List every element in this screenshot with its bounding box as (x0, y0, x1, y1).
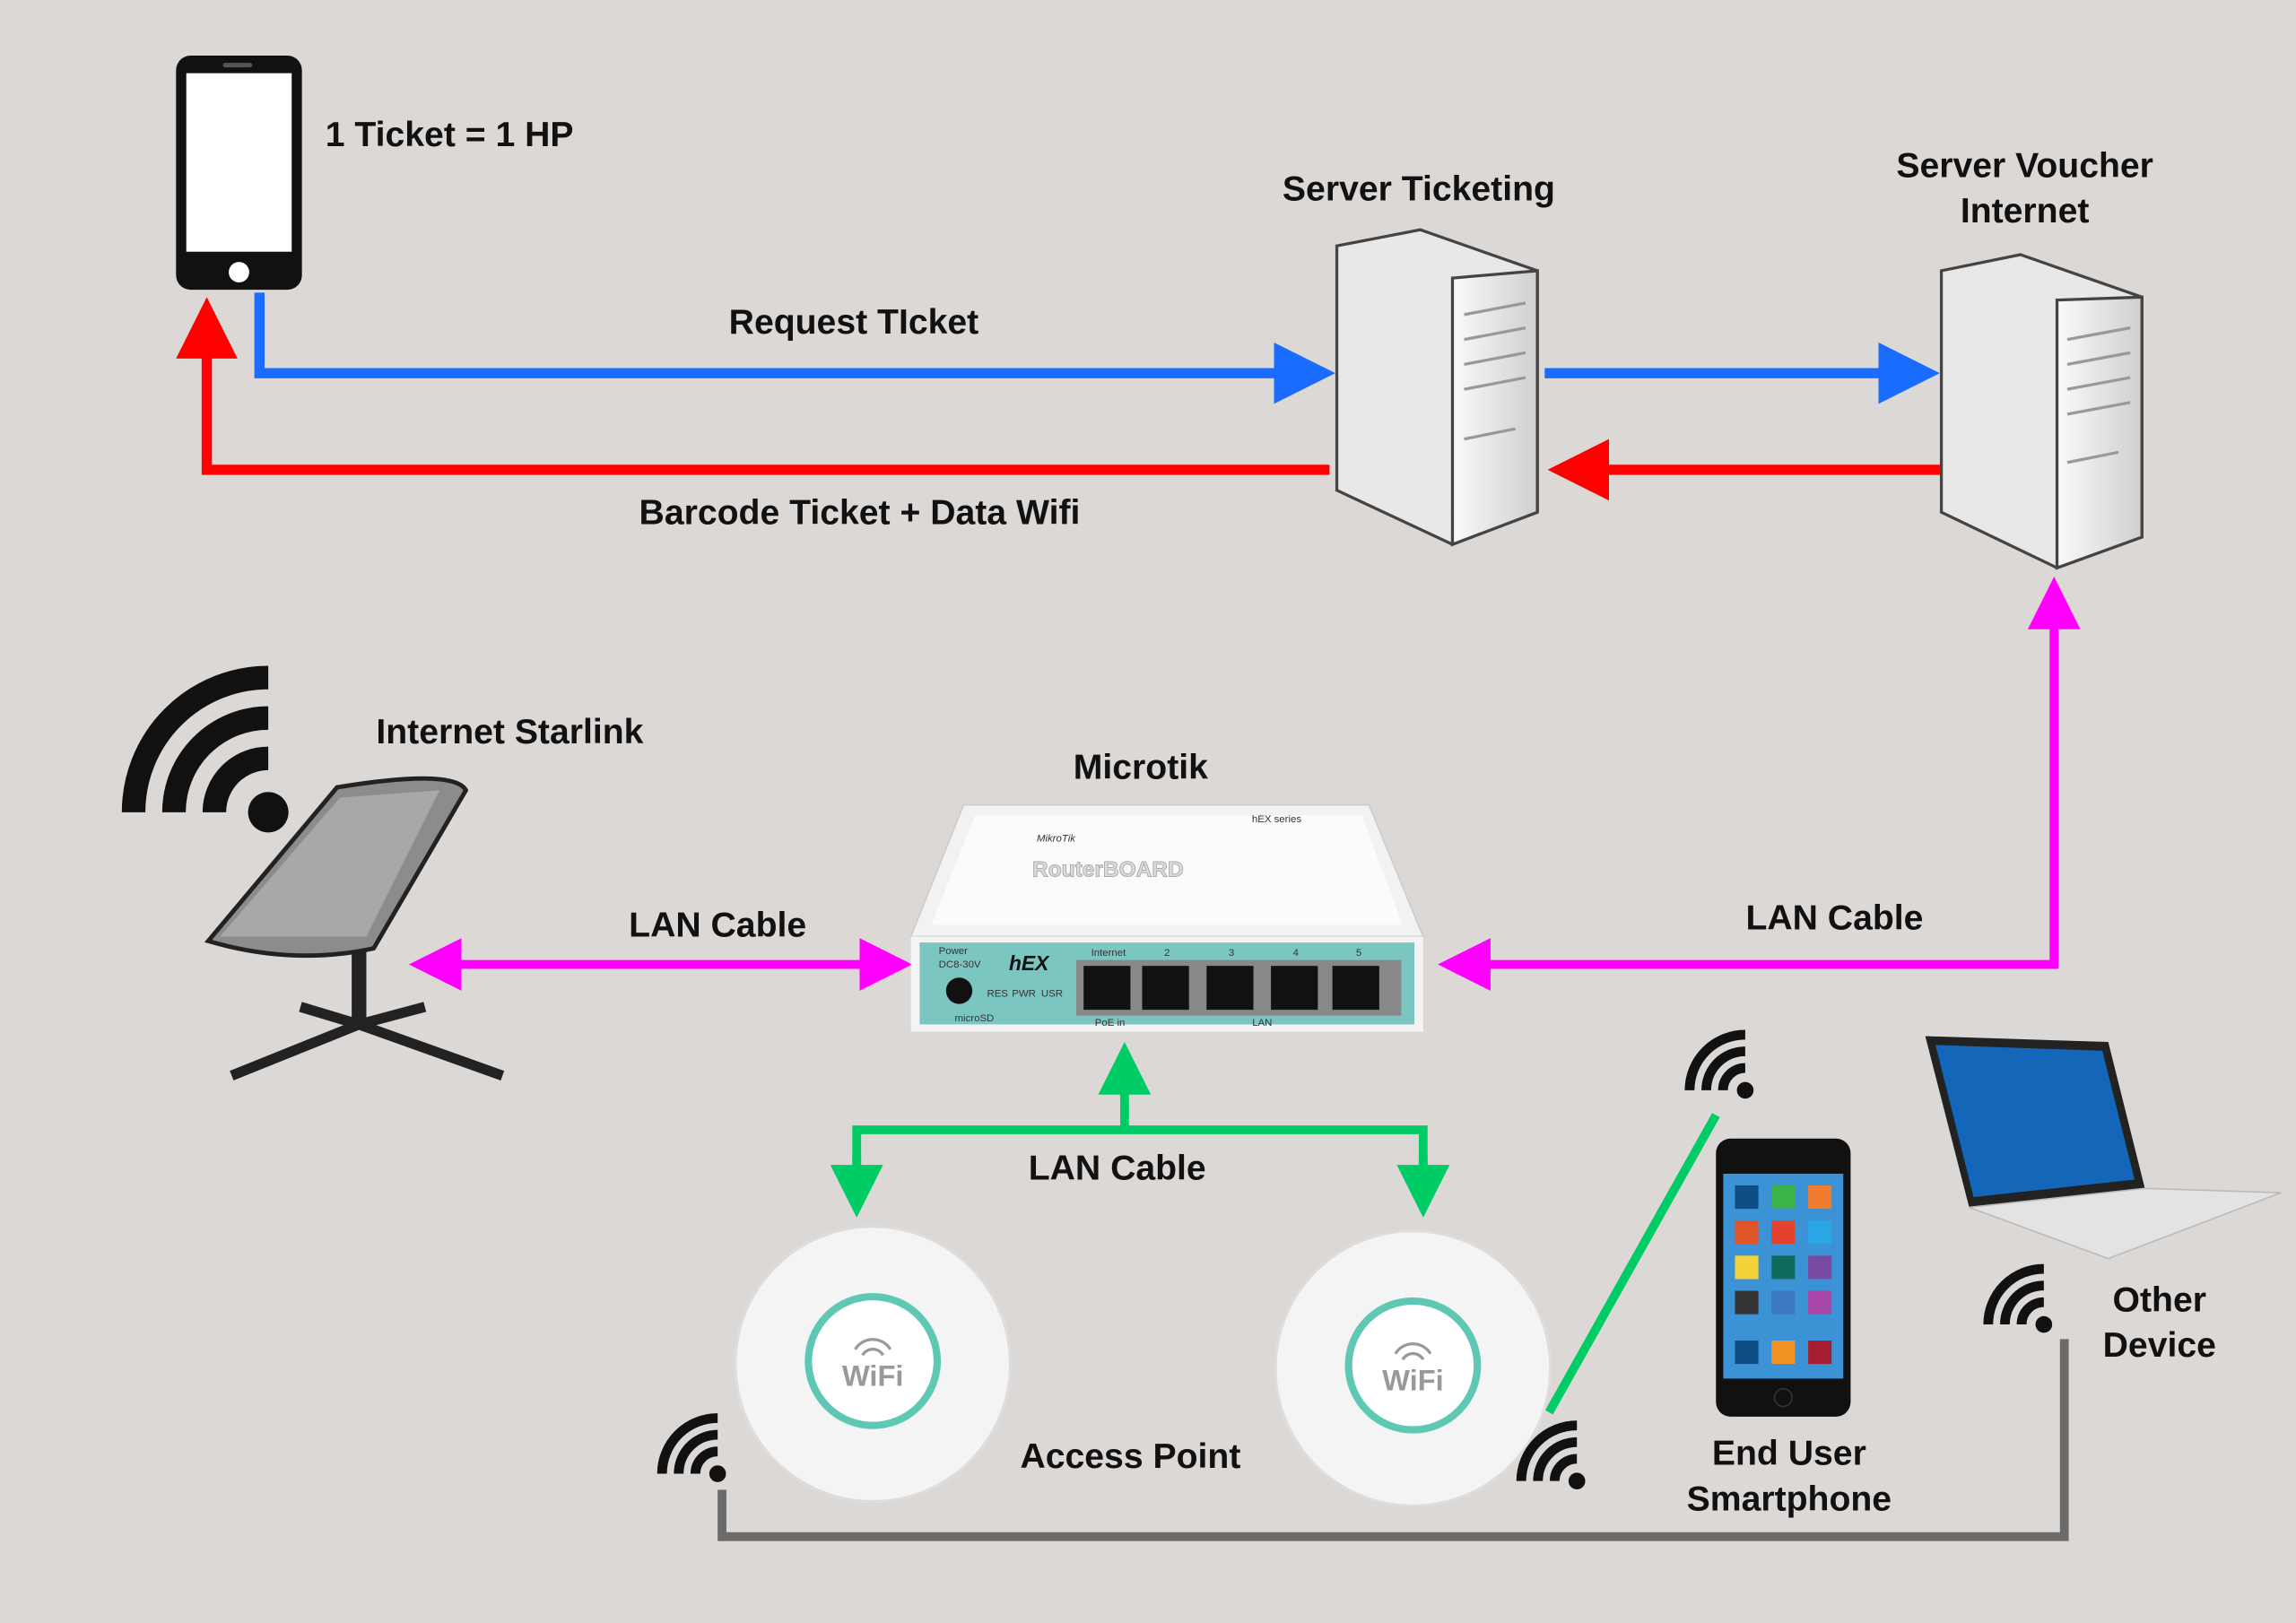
starlink-wifi-icon (134, 678, 289, 833)
wifi-icon (662, 1419, 726, 1482)
wifi-logo: WiFi (842, 1359, 904, 1393)
request-ticket-label: Request TIcket (729, 303, 979, 342)
end-user-label-line1: End User (1712, 1435, 1866, 1473)
access-point-label: Access Point (1020, 1437, 1240, 1476)
end-user-smartphone (1716, 1138, 1851, 1417)
ticket-rule-label: 1 Ticket = 1 HP (326, 116, 574, 154)
port-2-label: 2 (1164, 948, 1170, 959)
barcode-ticket-label: Barcode Ticket + Data Wifi (639, 493, 1081, 532)
router-pwr-label: PWR (1012, 988, 1036, 999)
router-model: hEX (1009, 951, 1050, 975)
router-poe-label: PoE in (1095, 1018, 1126, 1028)
server-voucher-label-line2: Internet (1961, 192, 2090, 230)
router-lan-label: LAN (1252, 1018, 1272, 1028)
wireless-link-line (718, 1339, 2069, 1541)
mikrotik-router: MikroTik RouterBOARD hEX series Power DC… (909, 803, 1425, 1032)
server-voucher-internet (1939, 253, 2144, 570)
router-microsd-label: microSD (955, 1013, 995, 1024)
laptop (1925, 1036, 2282, 1260)
router-res-label: RES (987, 988, 1008, 999)
port-3-label: 3 (1229, 948, 1234, 959)
server-voucher-label-line1: Server Voucher (1896, 146, 2153, 185)
router-voltage-label: DC8-30V (939, 959, 981, 970)
router-power-label: Power (939, 946, 969, 957)
lan-cable-right-label: LAN Cable (1745, 898, 1923, 937)
microtik-label: Microtik (1074, 748, 1208, 786)
wifi-logo: WiFi (1382, 1363, 1444, 1396)
router-series: hEX series (1252, 814, 1301, 825)
starlink-dish (204, 776, 505, 1081)
other-device-label-line2: Device (2103, 1326, 2216, 1365)
end-user-label-line2: Smartphone (1687, 1480, 1892, 1518)
lan-cable-bottom-label: LAN Cable (1029, 1149, 1206, 1187)
server-ticketing (1335, 228, 1539, 547)
internet-starlink-label: Internet Starlink (376, 713, 643, 751)
access-point-2: WiFi (1274, 1228, 1552, 1508)
port-internet-label: Internet (1091, 948, 1127, 959)
barcode-ticket-line (176, 297, 1940, 501)
router-brand: MikroTik (1037, 833, 1076, 844)
port-5-label: 5 (1356, 948, 1361, 959)
request-ticket-line (254, 292, 1940, 404)
wifi-icon (1690, 1035, 1753, 1098)
other-device-label-line1: Other (2113, 1280, 2206, 1319)
server-ticketing-label: Server Ticketing (1283, 170, 1555, 209)
lan-cable-left-label: LAN Cable (629, 907, 806, 945)
wifi-icon (1988, 1269, 2052, 1332)
router-banner: RouterBOARD (1032, 858, 1184, 882)
ticket-phone (176, 56, 302, 291)
lan-cable-magenta (408, 577, 2081, 991)
router-usr-label: USR (1041, 988, 1063, 999)
lan-cable-green (830, 1042, 1720, 1415)
port-4-label: 4 (1293, 948, 1300, 959)
access-point-1: WiFi (734, 1225, 1013, 1504)
